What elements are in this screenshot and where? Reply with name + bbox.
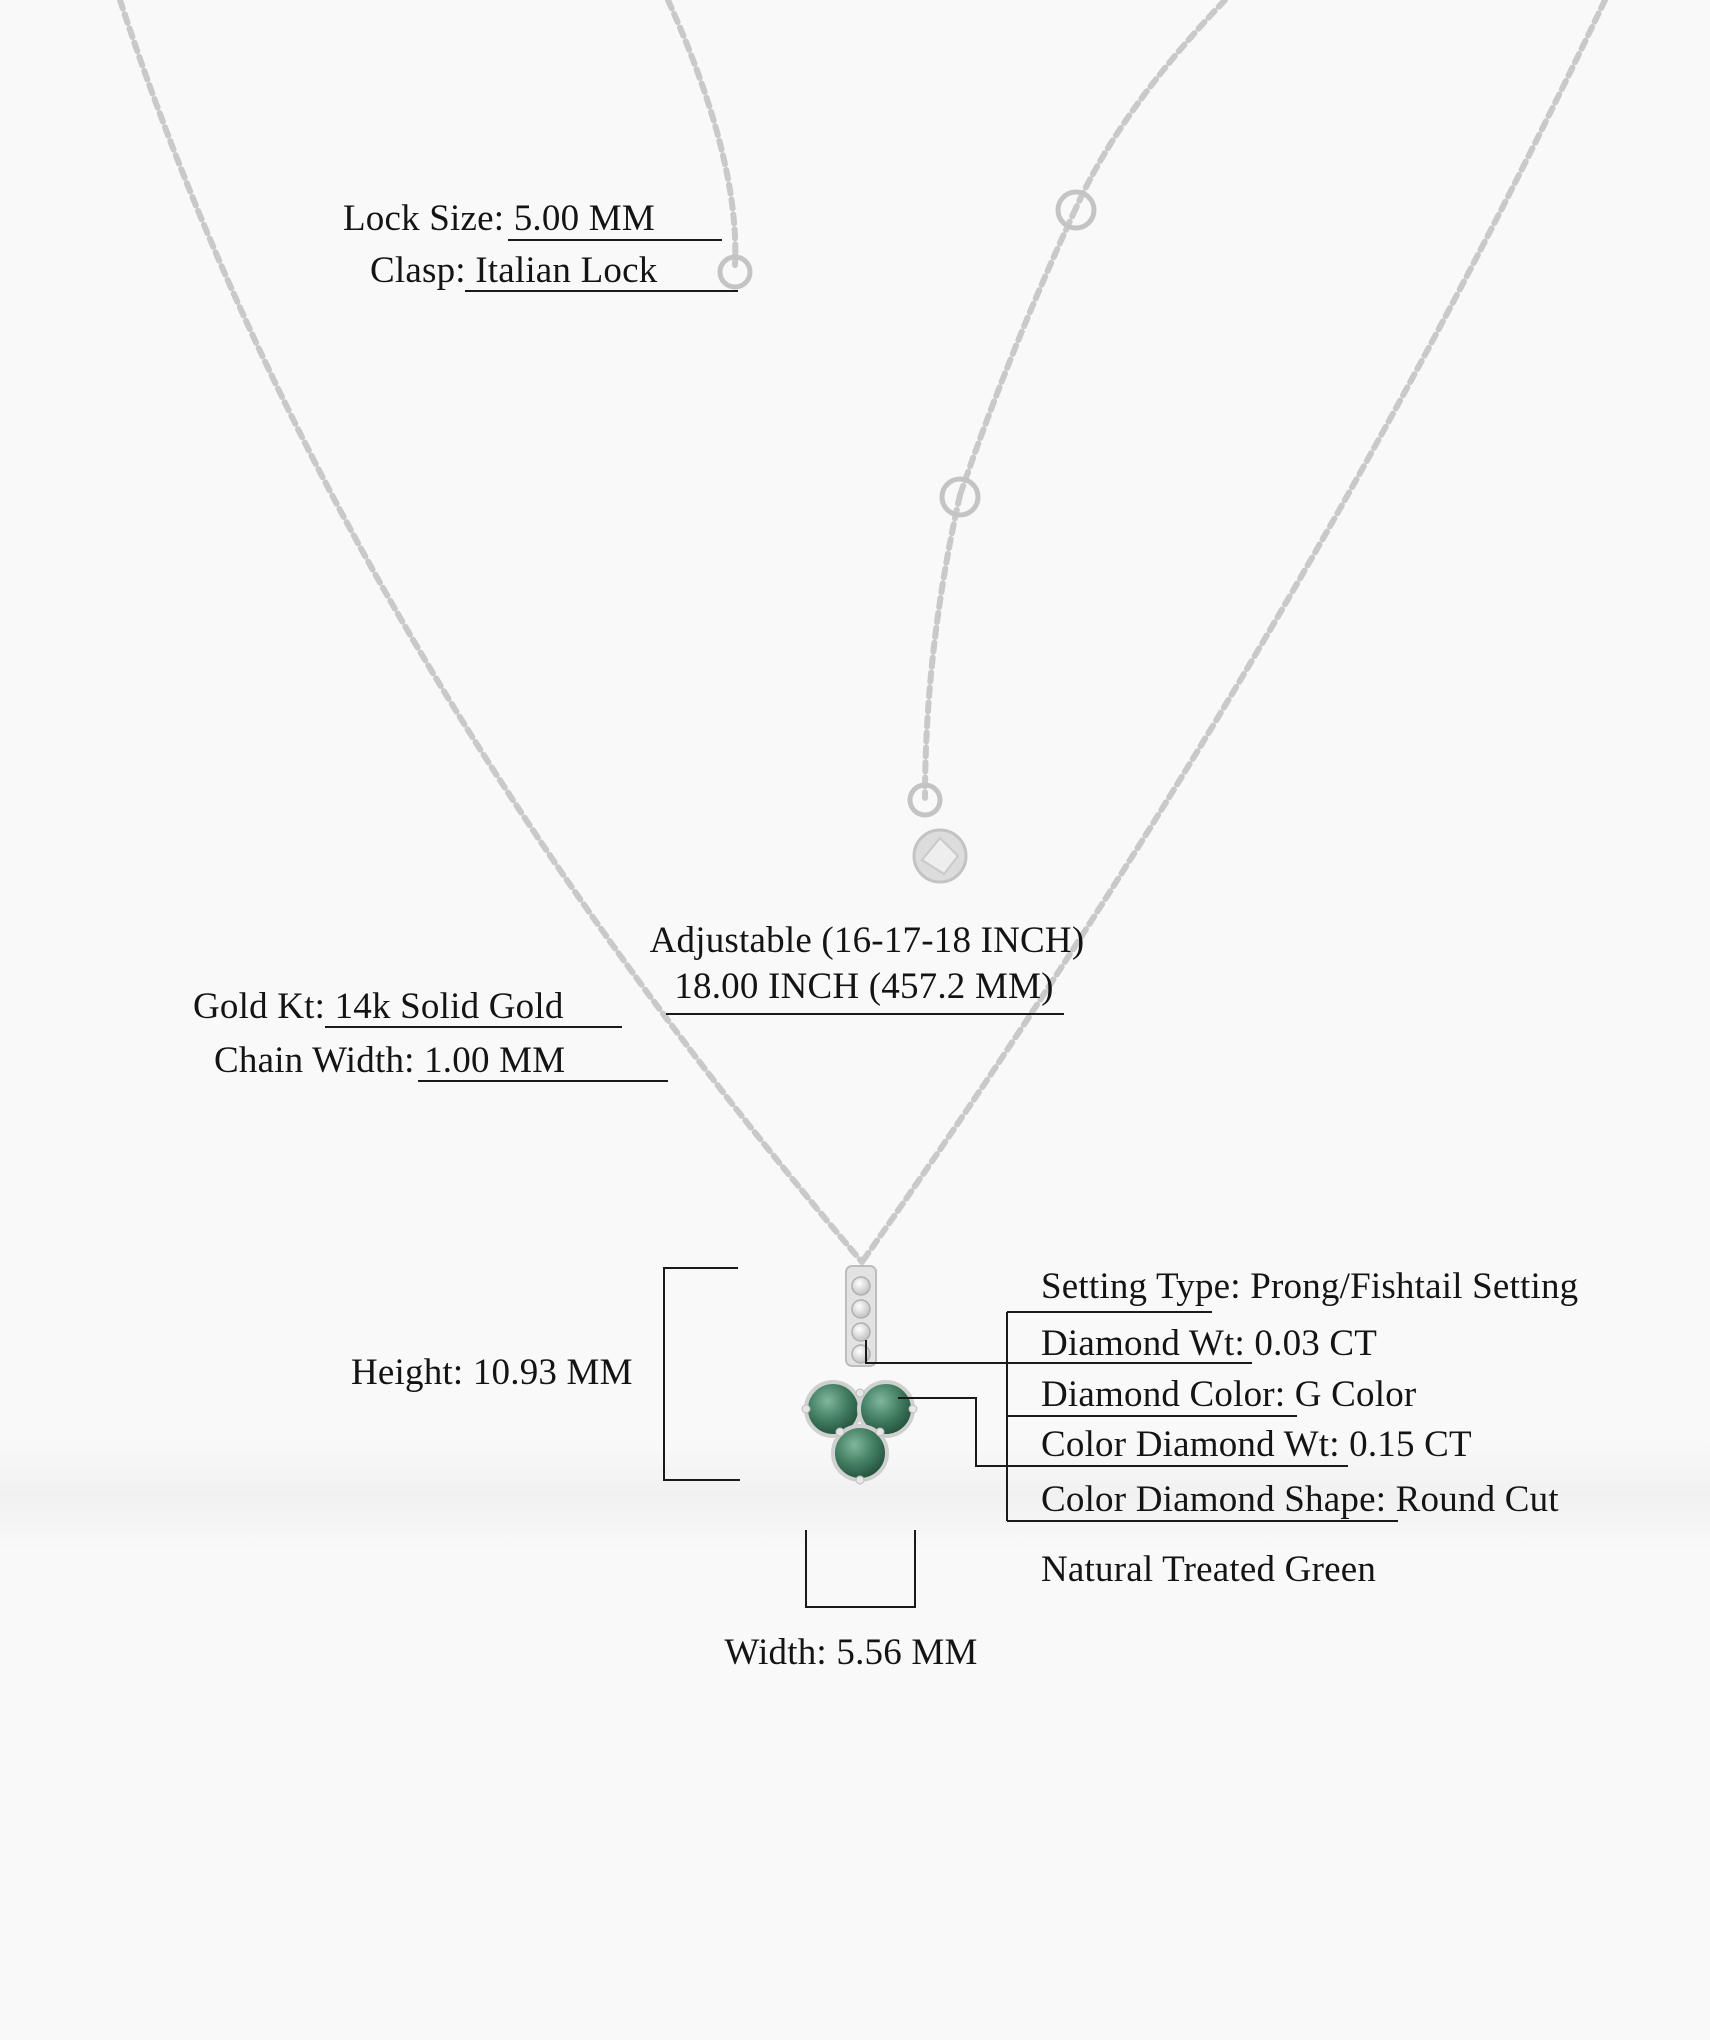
diamond-wt-value: 0.03 CT [1244,1323,1378,1364]
clasp-strand [665,0,739,268]
height-label: Height: 10.93 MM [351,1354,633,1391]
extender-ring-3 [907,782,943,818]
setting-type-key: Setting Type: [1041,1266,1241,1307]
color-diamond-shape-key: Color Diamond Shape: [1041,1479,1387,1520]
bail-diamond-3 [851,1322,871,1342]
height-value: 10.93 MM [463,1352,633,1393]
width-bracket [805,1530,916,1608]
color-diamond-wt-key: Color Diamond Wt: [1041,1424,1340,1465]
color-diamond-type-label: Natural Treated Green [1041,1549,1377,1590]
extender-ring-1 [1055,189,1097,231]
width-key: Width: [724,1632,827,1673]
color-diamond-wt-value: 0.15 CT [1339,1424,1472,1465]
chain-left-strand [117,0,865,1265]
extender-strand-lower [922,492,963,801]
bail-diamond-1 [851,1276,871,1296]
length-label: 18.00 INCH (457.2 MM) [674,966,1054,1007]
gold-kt-key: Gold Kt: [193,986,326,1027]
color-diamond-wt-label: Color Diamond Wt: 0.15 CT [1041,1426,1472,1463]
height-key: Height: [351,1352,464,1393]
width-label: Width: 5.56 MM [724,1634,977,1671]
extender-strand-upper [1073,0,1228,211]
lock-size-key: Lock Size: [343,198,505,239]
setting-type-label: Setting Type: Prong/Fishtail Setting [1041,1268,1578,1305]
extender-ring-2 [939,476,981,518]
pendant [801,1265,918,1485]
length-adjustable-label: Adjustable (16-17-18 INCH) [649,920,1085,961]
clasp-value: Italian Lock [465,250,658,291]
bail-diamond-4 [851,1344,871,1364]
diamond-wt-label: Diamond Wt: 0.03 CT [1041,1325,1377,1362]
width-value: 5.56 MM [826,1632,978,1673]
setting-type-value: Prong/Fishtail Setting [1240,1266,1579,1307]
diamond-color-label: Diamond Color: G Color [1041,1376,1416,1413]
annotation-lines [325,239,1398,1608]
lock-size-label: Lock Size: 5.00 MM [343,200,655,237]
chain [117,0,1608,1265]
chain-width-key: Chain Width: [214,1040,415,1081]
diamond-color-key: Diamond Color: [1041,1374,1286,1415]
diamond-color-value: G Color [1285,1374,1417,1415]
extender-strand-mid [957,205,1079,498]
chain-width-value: 1.00 MM [414,1040,566,1081]
clasp-lock-ring [717,254,753,290]
bail-diamond-2 [851,1299,871,1319]
gold-kt-value: 14k Solid Gold [325,986,564,1027]
clasp-rings [717,189,1097,818]
color-diamond-shape-value: Round Cut [1386,1479,1559,1520]
diamond-wt-key: Diamond Wt: [1041,1323,1245,1364]
clasp-key: Clasp: [370,250,466,291]
clasp-label: Clasp: Italian Lock [370,252,657,289]
extender-disc-facet [920,836,960,876]
height-bracket [663,1267,740,1481]
chain-right-strand [859,0,1608,1265]
color-diamond-shape-label: Color Diamond Shape: Round Cut [1041,1481,1559,1518]
lock-size-value: 5.00 MM [504,198,655,239]
chain-width-label: Chain Width: 1.00 MM [214,1042,565,1079]
gold-kt-label: Gold Kt: 14k Solid Gold [193,988,564,1025]
